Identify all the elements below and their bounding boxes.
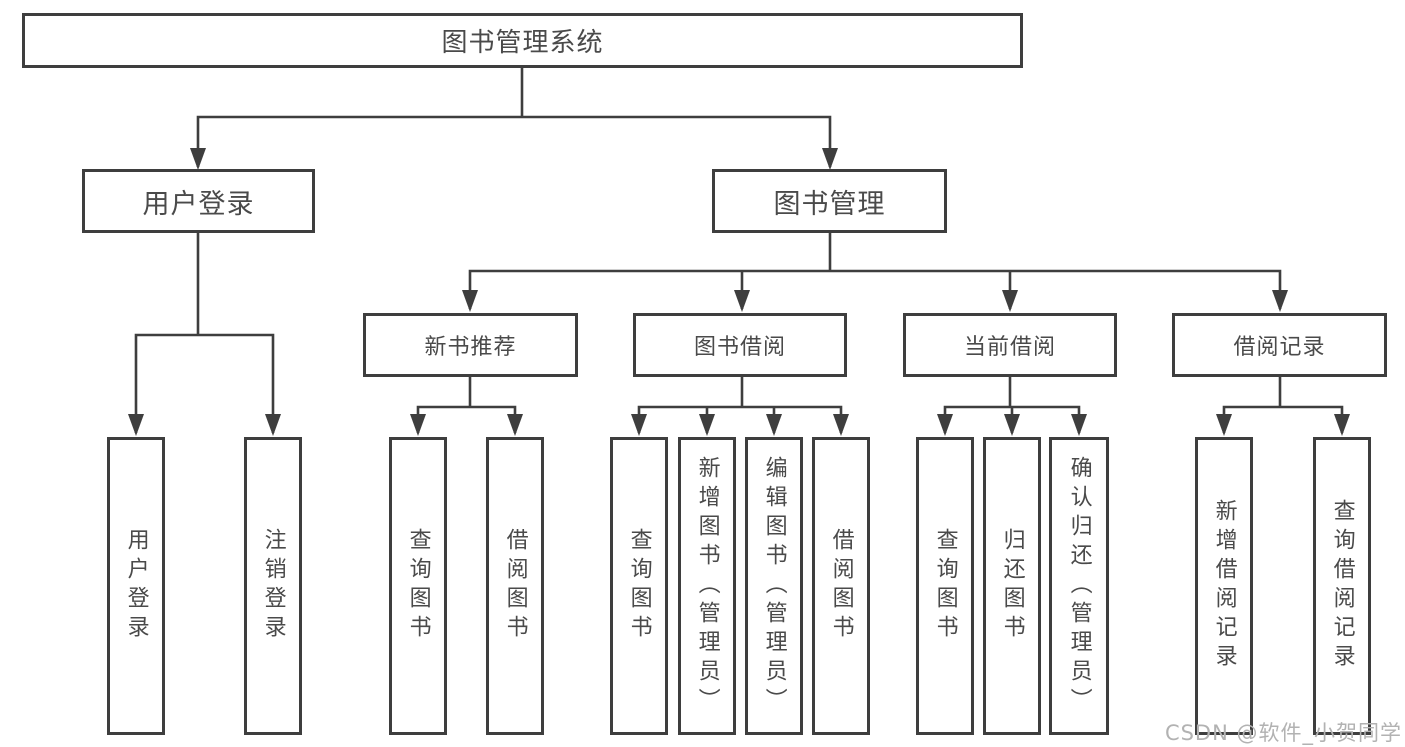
- arrowhead: [507, 414, 523, 436]
- connector-current-rail: [943, 405, 1081, 433]
- arrowhead: [410, 414, 426, 436]
- node-label: 借阅记录: [1233, 335, 1326, 360]
- node-label: 图书管理: [773, 188, 886, 220]
- node-book-management: 图书管理: [712, 169, 947, 233]
- node-borrow-records: 借阅记录: [1172, 313, 1387, 377]
- arrowhead: [766, 414, 782, 436]
- arrowhead: [937, 414, 953, 436]
- node-label: 注销登录: [260, 528, 286, 644]
- node-book-borrow: 图书借阅: [633, 313, 847, 377]
- node-label: 当前借阅: [963, 335, 1056, 360]
- connector-paths: [134, 68, 1344, 433]
- connector-mgmt-rail: [468, 269, 1282, 309]
- node-label: 确认归还（管理员）: [1066, 455, 1092, 717]
- node-label: 查询图书: [626, 528, 652, 644]
- arrowhead: [822, 148, 838, 170]
- leaf-borrow-books-recommend: 借阅图书: [486, 437, 544, 735]
- leaf-add-books-admin: 新增图书（管理员）: [678, 437, 736, 735]
- leaf-confirm-return-admin: 确认归还（管理员）: [1049, 437, 1109, 735]
- node-label: 用户登录: [123, 528, 149, 644]
- connector-login-rail: [134, 333, 275, 433]
- arrowhead: [128, 414, 144, 436]
- connector-root-rail: [196, 115, 832, 167]
- arrowhead: [1272, 290, 1288, 312]
- node-user-login: 用户登录: [82, 169, 315, 233]
- node-new-book-recommend: 新书推荐: [363, 313, 578, 377]
- node-label: 归还图书: [999, 528, 1025, 644]
- node-label: 新增图书（管理员）: [694, 455, 720, 717]
- node-label: 新书推荐: [424, 335, 517, 360]
- node-current-borrow: 当前借阅: [903, 313, 1117, 377]
- node-label: 新增借阅记录: [1211, 499, 1237, 673]
- leaf-borrow-books-borrow: 借阅图书: [812, 437, 870, 735]
- leaf-query-books-borrow: 查询图书: [610, 437, 668, 735]
- node-label: 编辑图书（管理员）: [761, 455, 787, 717]
- node-label: 用户登录: [142, 188, 255, 220]
- arrowhead: [1216, 414, 1232, 436]
- node-root: 图书管理系统: [22, 13, 1023, 68]
- leaf-return-books: 归还图书: [983, 437, 1041, 735]
- node-label: 查询借阅记录: [1329, 499, 1355, 673]
- connector-borrow-rail: [637, 405, 843, 433]
- node-label: 查询图书: [932, 528, 958, 644]
- arrowhead: [734, 290, 750, 312]
- arrowhead: [265, 414, 281, 436]
- leaf-edit-books-admin: 编辑图书（管理员）: [745, 437, 803, 735]
- node-label: 查询图书: [405, 528, 431, 644]
- leaf-query-borrow-record: 查询借阅记录: [1313, 437, 1371, 735]
- arrowhead: [462, 290, 478, 312]
- node-label: 借阅图书: [828, 528, 854, 644]
- leaf-add-borrow-record: 新增借阅记录: [1195, 437, 1253, 735]
- arrowhead: [833, 414, 849, 436]
- arrowhead: [699, 414, 715, 436]
- csdn-watermark: CSDN @软件_小贺同学: [1164, 721, 1402, 745]
- node-label: 图书借阅: [693, 335, 786, 360]
- arrowhead: [631, 414, 647, 436]
- arrowhead: [1002, 290, 1018, 312]
- leaf-query-books-current: 查询图书: [916, 437, 974, 735]
- arrowhead: [1334, 414, 1350, 436]
- arrowhead: [1071, 414, 1087, 436]
- node-label: 图书管理系统: [441, 28, 604, 58]
- connector-records-rail: [1222, 405, 1344, 433]
- leaf-logout: 注销登录: [244, 437, 302, 735]
- leaf-user-login: 用户登录: [107, 437, 165, 735]
- arrowhead: [190, 148, 206, 170]
- arrowhead: [1004, 414, 1020, 436]
- node-label: 借阅图书: [502, 528, 528, 644]
- leaf-query-books-recommend: 查询图书: [389, 437, 447, 735]
- connector-recommend-rail: [416, 405, 517, 433]
